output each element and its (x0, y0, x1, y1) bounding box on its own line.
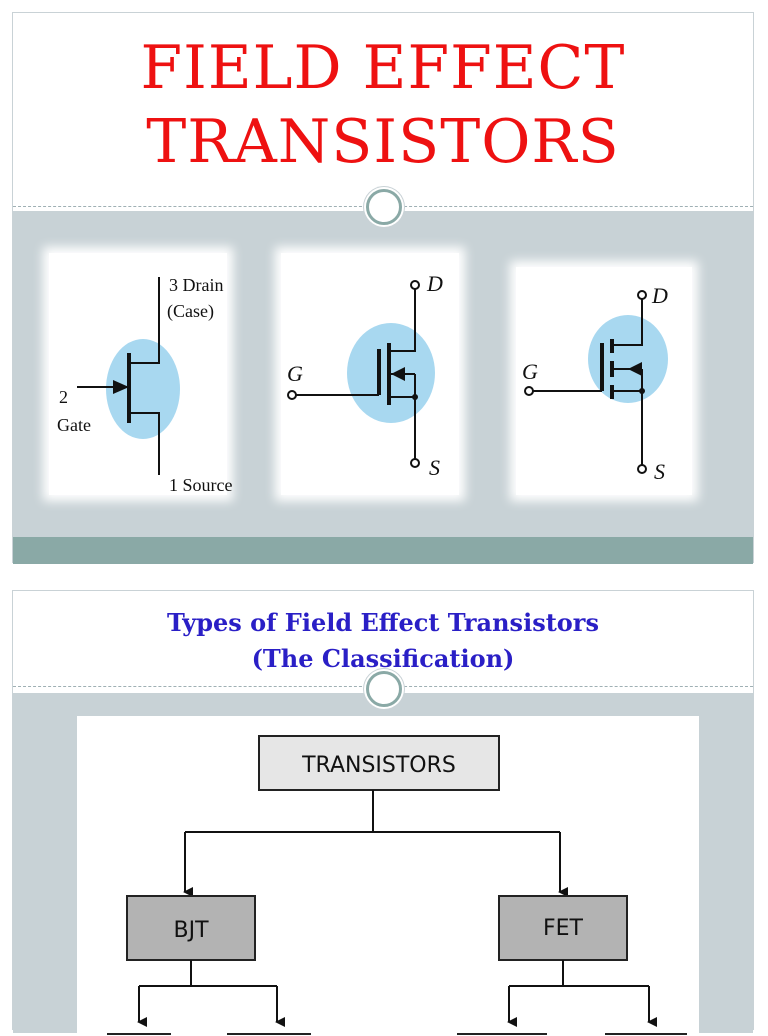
source-label: 1 Source (169, 475, 232, 495)
node-transistors-label: TRANSISTORS (301, 753, 456, 778)
slide-title-area: Types of Field Effect Transistors (The C… (13, 591, 753, 685)
source-terminal (637, 464, 647, 474)
drain-terminal (410, 280, 420, 290)
ring-ornament (366, 671, 402, 707)
drain-terminal (637, 290, 647, 300)
junction-dot (412, 394, 418, 400)
gate-number: 2 (59, 387, 68, 407)
slide-title: FIELD EFFECT TRANSISTORS (13, 31, 753, 179)
slide-title-line-1: FIELD EFFECT (140, 33, 626, 103)
mosfet-enhancement-symbol: G D S (522, 283, 668, 484)
source-label: S (654, 459, 665, 484)
symbol-highlight (588, 315, 668, 403)
substrate-arrow (628, 362, 642, 376)
slide-title-line-1: Types of Field Effect Transistors (167, 608, 599, 637)
gate-arrow (113, 380, 129, 394)
source-terminal (410, 458, 420, 468)
jfet-symbol: 3 Drain (Case) 2 Gate 1 Source (57, 275, 232, 495)
classification-tree: TRANSISTORS BJT FET (107, 735, 687, 1035)
slide-title-area: FIELD EFFECT TRANSISTORS (13, 13, 753, 206)
drain-label: D (426, 271, 443, 296)
classification-diagram: TRANSISTORS BJT FET (77, 716, 699, 1036)
gate-label: G (287, 361, 303, 386)
slide-title-line-2: TRANSISTORS (146, 107, 620, 177)
case-label: (Case) (167, 301, 214, 322)
drain-label: 3 Drain (169, 275, 223, 295)
node-fet-label: FET (543, 916, 584, 941)
slide-field-effect-transistors: FIELD EFFECT TRANSISTORS 3 Drain (Case) … (12, 12, 754, 564)
gate-label: G (522, 359, 538, 384)
drain-lead (389, 289, 416, 352)
substrate-arrow (391, 367, 405, 381)
slide-title: Types of Field Effect Transistors (The C… (13, 605, 753, 677)
slide-footer-band (13, 537, 753, 564)
mosfet-depletion-symbol: G D S (287, 271, 443, 480)
ring-ornament (366, 189, 402, 225)
junction-dot (639, 388, 645, 394)
drain-label: D (651, 283, 668, 308)
gate-terminal (524, 386, 534, 396)
gate-terminal (287, 390, 297, 400)
jfet-symbol-card: 3 Drain (Case) 2 Gate 1 Source (49, 253, 232, 495)
gate-label: Gate (57, 415, 91, 435)
source-lead (129, 412, 160, 475)
mosfet-enhancement-symbol-card: G D S (516, 267, 692, 495)
symbol-highlight (106, 339, 180, 439)
node-transistors (258, 735, 500, 791)
drain-lead (129, 277, 160, 364)
node-bjt-label: BJT (173, 918, 209, 943)
slide-types-of-fet: Types of Field Effect Transistors (The C… (12, 590, 754, 1036)
drain-lead (612, 299, 643, 346)
mosfet-depletion-symbol-card: G D S (281, 253, 459, 495)
source-label: S (429, 455, 440, 480)
node-fet (498, 895, 628, 961)
slide-title-line-2: (The Classification) (251, 644, 515, 673)
